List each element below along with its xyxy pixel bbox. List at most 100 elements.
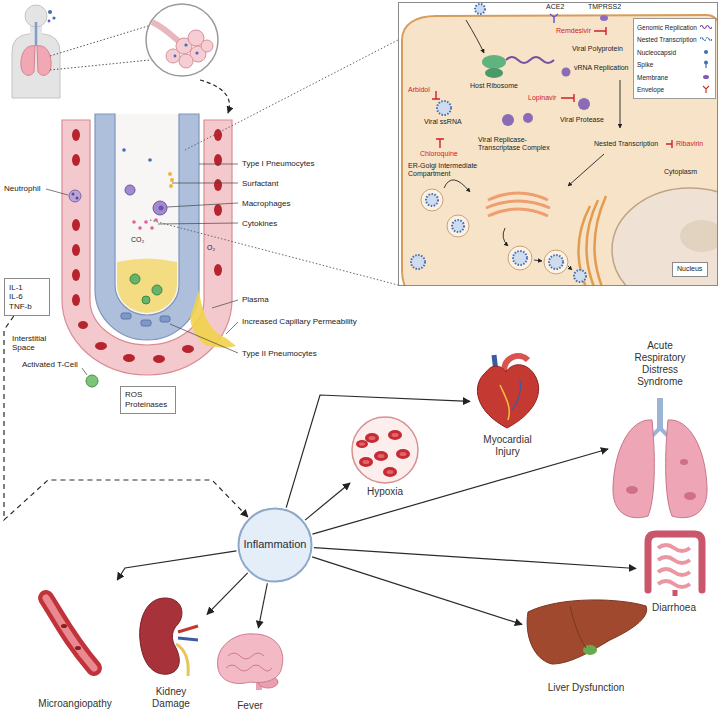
intestine-figure <box>648 534 702 596</box>
blood-cells-figure <box>374 451 388 461</box>
intestine-figure <box>658 545 690 551</box>
blood-cells-figure <box>356 440 368 448</box>
legend-text: Envelope <box>637 86 664 93</box>
part-label: Increased Capillary Permeability <box>242 317 357 326</box>
legend-entry: Membrane <box>637 71 712 84</box>
blood-cells-figure <box>392 433 399 437</box>
cell-details <box>508 246 532 270</box>
blood-cells-figure <box>400 452 407 456</box>
alveolus <box>214 204 222 216</box>
part-label: Viral Polyprotein <box>572 45 623 53</box>
alveoli-zoom <box>174 55 177 58</box>
leader-lines <box>158 223 238 224</box>
liver-figure <box>527 600 647 664</box>
node-text: Acute Respiratory Distress Syndrome <box>625 340 695 388</box>
connector-arrow <box>314 548 636 569</box>
zoom-line <box>50 26 148 56</box>
alveolus <box>121 313 131 319</box>
blood-cells-figure <box>359 457 373 467</box>
zoom-line <box>185 40 398 150</box>
legend-text: Membrane <box>637 74 668 81</box>
cell-details <box>544 250 568 274</box>
human-figure <box>35 22 38 46</box>
node-text: Kidney Damage <box>145 686 197 710</box>
node-text: Liver Dysfunction <box>548 682 625 694</box>
blood-cells-figure <box>356 440 368 448</box>
legend-text: Spike <box>637 61 653 68</box>
alveolus <box>122 148 126 152</box>
inhibition-bar <box>594 27 606 35</box>
outcome-figure: Acute Respiratory Distress Syndrome <box>608 340 712 528</box>
mediator-box: ROSProteinases <box>120 386 176 414</box>
connector-arrow <box>4 316 248 520</box>
blood-cells-figure <box>363 460 370 464</box>
virion <box>411 4 586 282</box>
legend-entry: Genomic Replication <box>637 21 712 34</box>
alveolus <box>168 172 172 176</box>
node-text: Inflammation <box>244 538 307 551</box>
lungs-figure <box>684 492 696 500</box>
zoom-arrow <box>200 80 229 113</box>
kidney-figure <box>178 638 198 640</box>
alveolus <box>125 185 135 195</box>
alveoli-zoom <box>146 4 218 76</box>
liver-figure <box>570 606 586 648</box>
virion <box>452 220 464 232</box>
infected-cell <box>488 209 548 216</box>
human-figure <box>12 5 60 98</box>
intestine-figure <box>648 534 702 590</box>
legend-sample-shape <box>703 75 709 79</box>
brain-figure <box>226 653 272 671</box>
alveolus <box>142 296 150 304</box>
kidney-figure <box>140 598 182 674</box>
process-arrow <box>568 154 604 186</box>
alveolus <box>86 375 98 387</box>
cell-details <box>506 57 554 63</box>
infected-cell <box>486 201 550 208</box>
infected-cell <box>488 193 548 200</box>
process-arrow <box>568 266 572 270</box>
blood-vessel-figure <box>75 646 81 650</box>
alveolus <box>214 264 222 276</box>
virion <box>437 101 451 115</box>
legend-entry: Nucleocapsid <box>637 46 712 59</box>
human-figure <box>37 46 51 76</box>
blood-cells-figure <box>388 430 402 440</box>
process-arrow <box>503 228 508 246</box>
alveolus <box>95 342 107 350</box>
legend-text: Genomic Replication <box>637 24 697 31</box>
outcome-figure: Fever <box>212 628 288 712</box>
part-label: Interstitial Space <box>12 334 62 352</box>
alveoli-zoom <box>201 40 213 52</box>
virion <box>426 194 438 206</box>
alveolus <box>78 321 88 329</box>
virion <box>549 255 563 269</box>
cell-details <box>485 68 503 78</box>
alveolus <box>72 219 80 231</box>
part-label: Viral ssRNA <box>424 118 462 126</box>
alveolus <box>72 294 80 306</box>
leader-lines <box>170 324 238 353</box>
outcome-figure: Liver Dysfunction <box>522 596 650 694</box>
circle-outline <box>239 509 312 582</box>
legend-entry: Spike <box>637 59 712 72</box>
drug-label: Ribavirin <box>676 140 703 148</box>
alveolus <box>130 274 140 284</box>
alveolus <box>62 114 236 387</box>
blood-vessel-figure <box>46 598 94 668</box>
cell-details <box>578 98 590 110</box>
cell-details <box>421 189 443 211</box>
cell-details <box>482 55 506 69</box>
heart-figure <box>500 385 509 420</box>
process-arrow <box>620 80 621 128</box>
node-text: Hypoxia <box>367 486 403 498</box>
part-label: Macrophages <box>242 199 290 208</box>
alveolus <box>159 206 164 211</box>
part-label: CO₂ <box>131 236 144 244</box>
outcome-figure: Microangiopathy <box>30 580 120 710</box>
alveolus <box>141 320 151 326</box>
part-label: Type II Pneumocytes <box>242 349 317 358</box>
infected-cell <box>612 188 717 285</box>
blood-cells-figure <box>387 470 394 474</box>
